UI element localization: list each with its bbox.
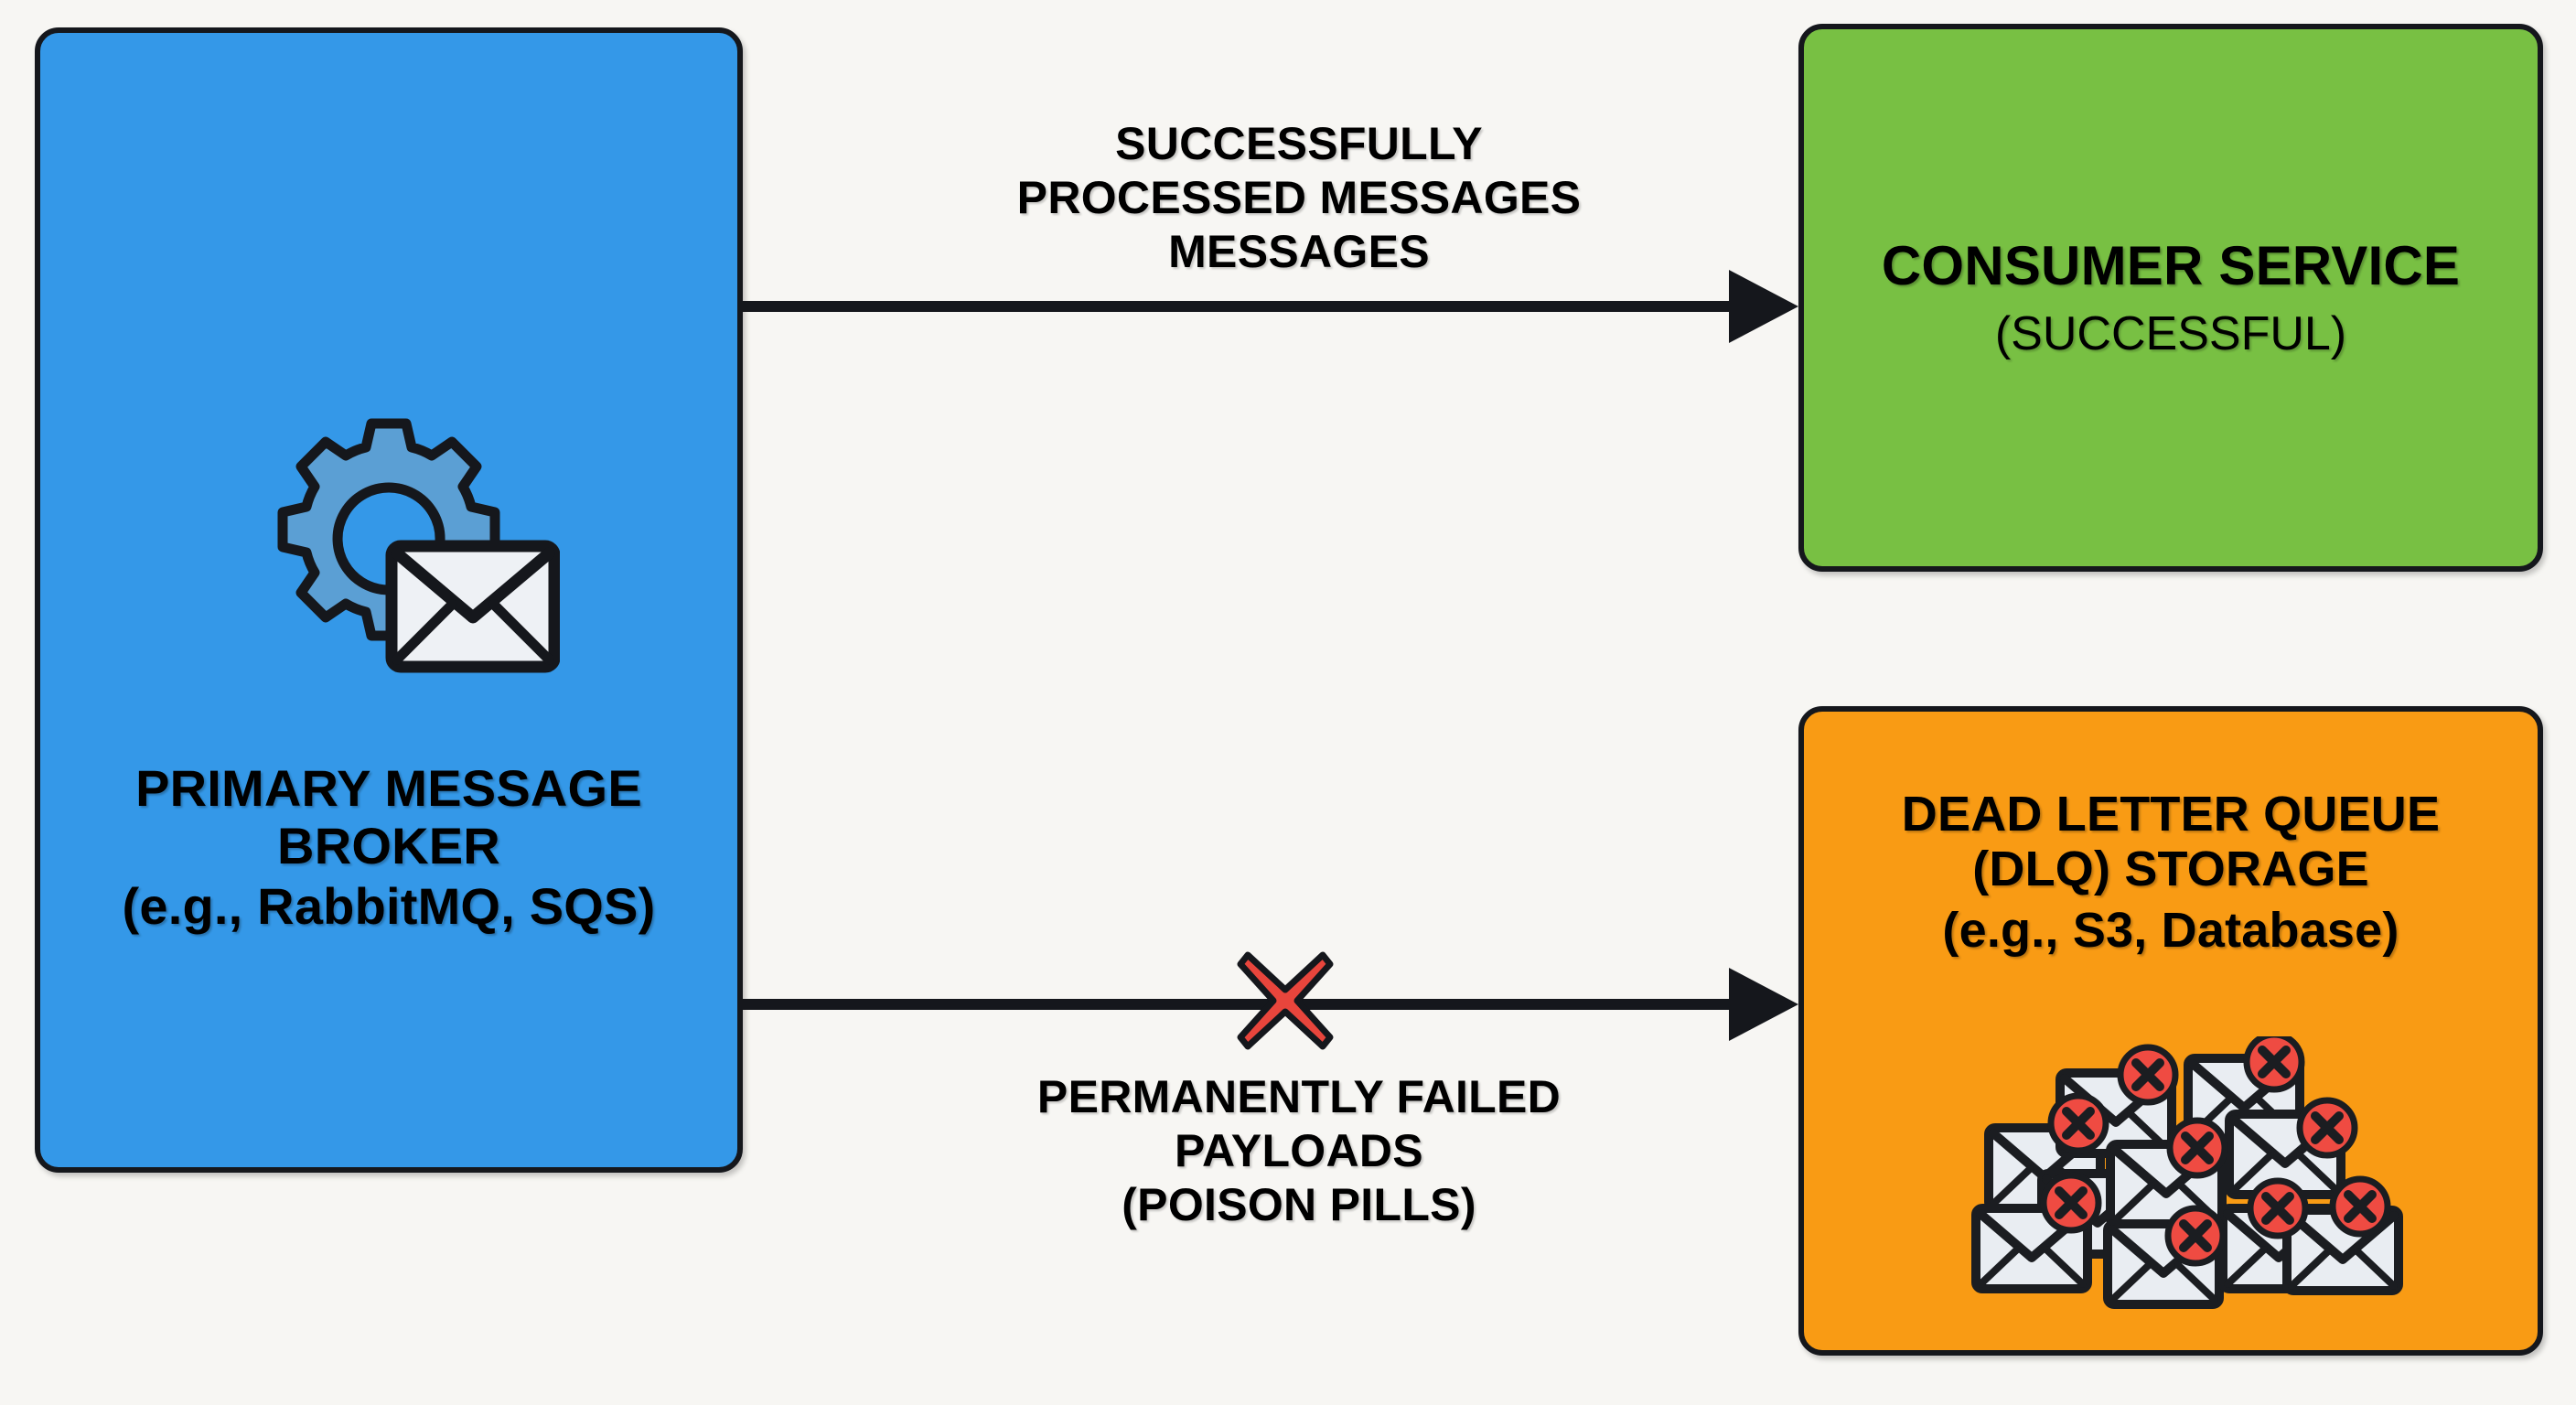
node-primary-message-broker[interactable]: PRIMARY MESSAGE BROKER (e.g., RabbitMQ, … (35, 27, 743, 1173)
dlq-title: DEAD LETTER QUEUE (DLQ) STORAGE (1901, 787, 2441, 897)
consumer-title: CONSUMER SERVICE (1881, 234, 2461, 296)
broker-title: PRIMARY MESSAGE BROKER (135, 759, 642, 874)
dlq-subtitle: (e.g., S3, Database) (1942, 902, 2399, 958)
node-consumer-service[interactable]: CONSUMER SERVICE (SUCCESSFUL) (1798, 24, 2543, 572)
edge-label-failed-payloads: PERMANENTLY FAILED PAYLOADS (POISON PILL… (1036, 1071, 1562, 1230)
consumer-subtitle: (SUCCESSFUL) (1994, 306, 2347, 360)
gear-envelope-icon (258, 413, 560, 687)
edge-label-successful-messages: SUCCESSFULLY PROCESSED MESSAGES MESSAGES (1016, 118, 1582, 277)
failed-envelopes-icon (1969, 1036, 2444, 1338)
broker-subtitle: (e.g., RabbitMQ, SQS) (122, 877, 656, 936)
arrow-shaft (743, 301, 1731, 312)
node-dead-letter-queue[interactable]: DEAD LETTER QUEUE (DLQ) STORAGE (e.g., S… (1798, 706, 2543, 1356)
arrow-head-icon (1729, 270, 1798, 343)
consumer-label-group: CONSUMER SERVICE (SUCCESSFUL) (1863, 235, 2478, 360)
broker-label-group: PRIMARY MESSAGE BROKER (e.g., RabbitMQ, … (40, 759, 737, 936)
dlq-label-group: DEAD LETTER QUEUE (DLQ) STORAGE (e.g., S… (1804, 787, 2538, 958)
arrow-head-icon (1729, 968, 1798, 1041)
arrow-shaft (743, 999, 1731, 1010)
red-x-icon (1237, 951, 1334, 1050)
